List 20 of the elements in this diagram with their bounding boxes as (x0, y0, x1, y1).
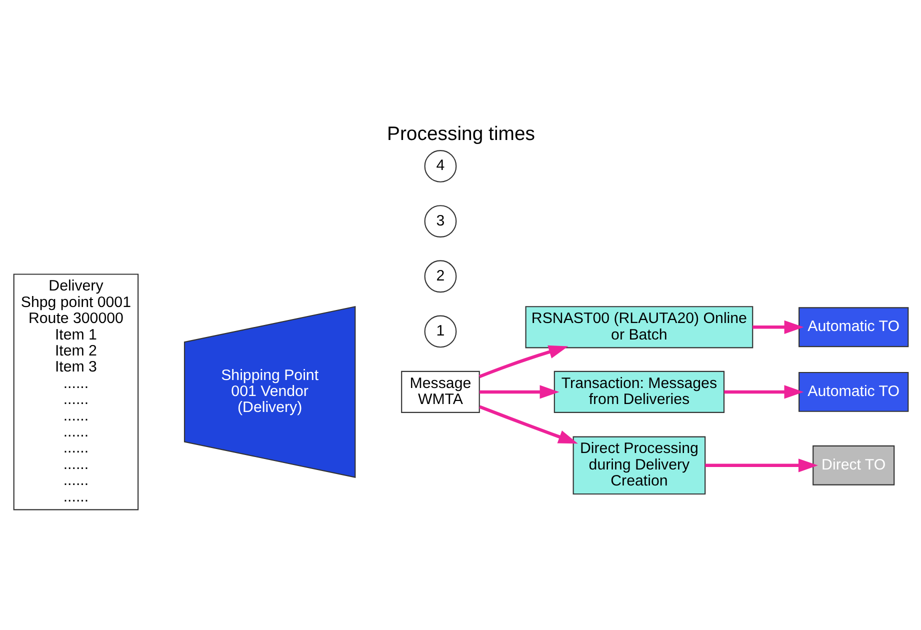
node-box: Message WMTA (400, 370, 480, 414)
arrow (478, 405, 578, 444)
node-box: Automatic TO (798, 307, 908, 348)
node-box: Delivery Shpg point 0001 Route 300000 Item 1 Item 2 Item 3 ...... ...... ...... ...... ...... ...... ...... ...... (12, 274, 138, 510)
node-box: Shipping Point 001 Vendor (Delivery) (183, 306, 356, 478)
arrow (478, 385, 559, 399)
diagram-title: Processing times (386, 123, 534, 146)
node-box: RSNAST00 (RLAUTA20) Online or Batch (524, 306, 753, 348)
node-box: Transaction: Messages from Deliveries (553, 370, 724, 414)
node-box: Direct Processing during Delivery Creation (572, 436, 706, 495)
node-circle: 4 (424, 150, 456, 182)
node-circle: 1 (424, 315, 456, 348)
node-box: Direct TO (812, 445, 894, 486)
arrow (752, 320, 804, 334)
arrow (724, 385, 804, 399)
arrow (704, 458, 818, 472)
node-circle: 3 (424, 205, 456, 238)
arrow (478, 345, 568, 378)
node-box: Automatic TO (798, 372, 908, 412)
node-circle: 2 (424, 260, 456, 293)
